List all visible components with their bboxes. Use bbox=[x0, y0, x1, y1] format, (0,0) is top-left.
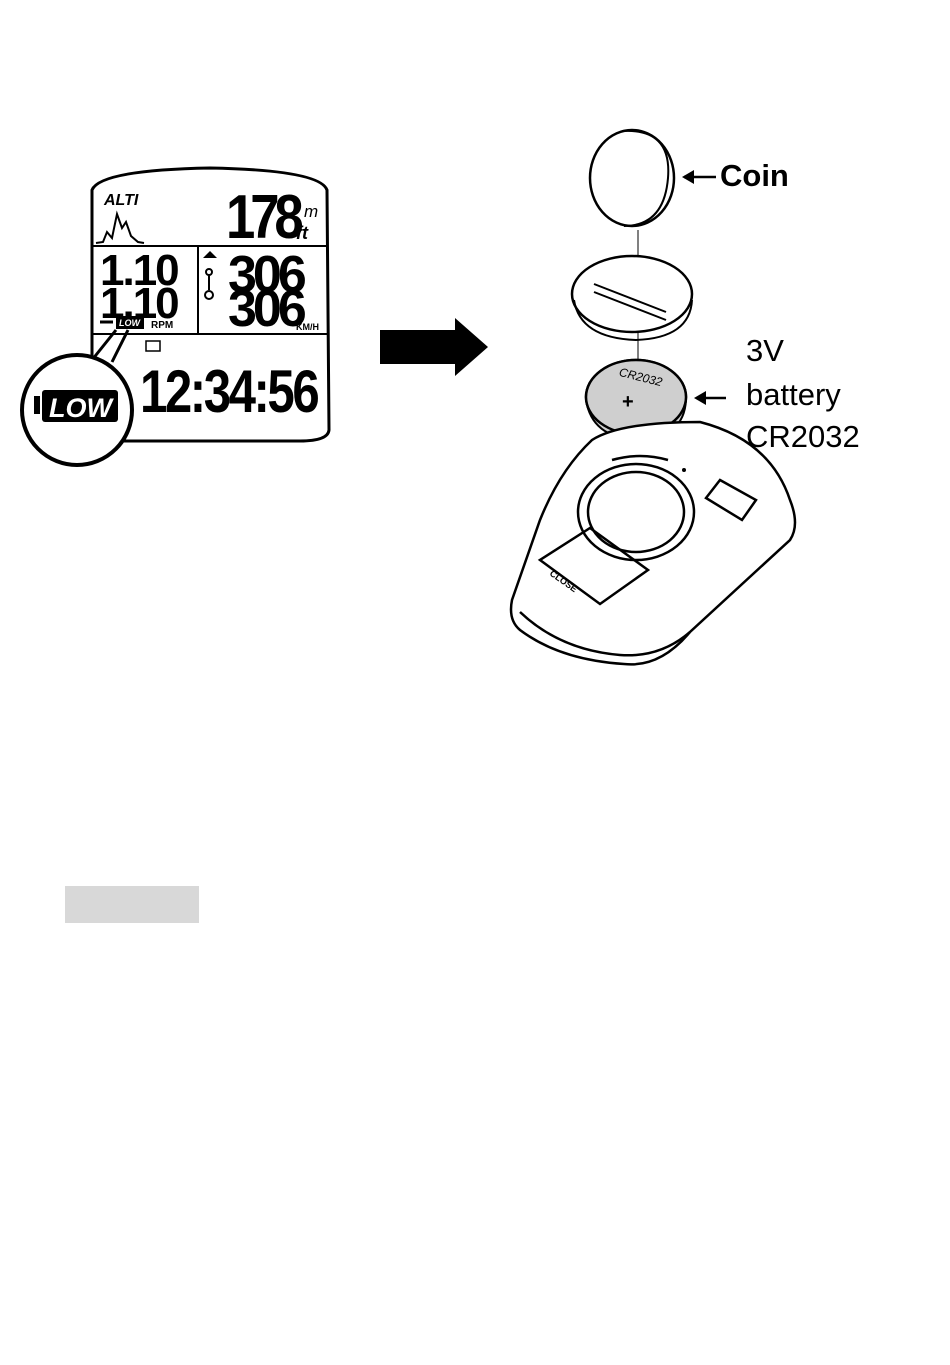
coin-label: Coin bbox=[720, 158, 789, 193]
mount-bracket bbox=[511, 422, 795, 664]
gray-placeholder-block bbox=[65, 886, 199, 923]
battery-label-line3: CR2032 bbox=[746, 419, 860, 454]
battery-replacement-diagram: Coin CR2032 + 3V battery CR2032 CLOSE bbox=[0, 0, 950, 700]
battery-cover bbox=[572, 256, 692, 332]
battery-label-line2: battery bbox=[746, 377, 841, 412]
battery-label-line1: 3V bbox=[746, 333, 784, 368]
plus-icon: + bbox=[622, 391, 634, 413]
bracket-dot bbox=[682, 468, 686, 472]
